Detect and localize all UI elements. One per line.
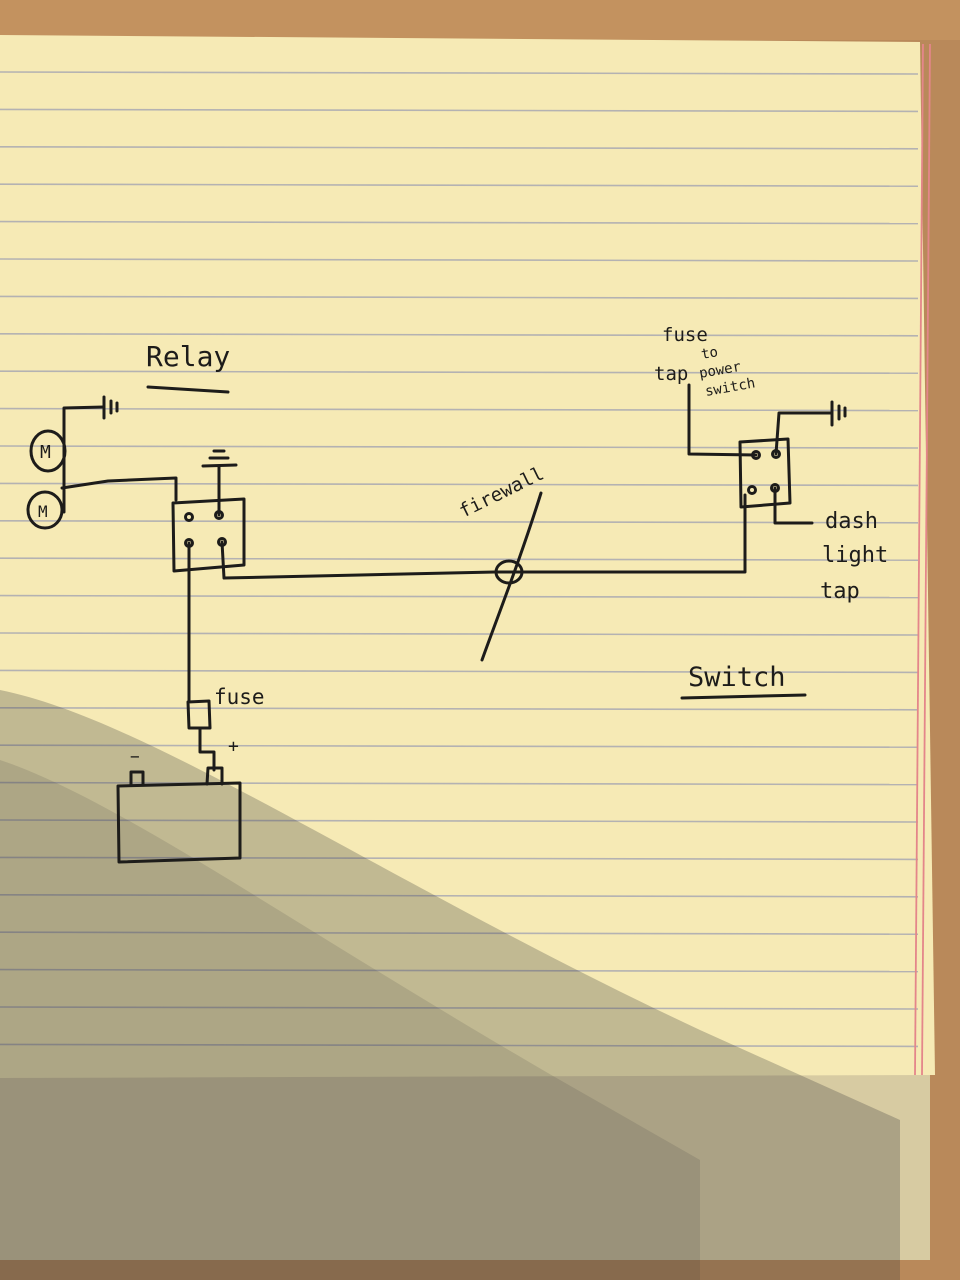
rule-line	[0, 632, 919, 636]
rule-line	[0, 669, 919, 674]
hand-shadow	[0, 690, 900, 1280]
fuse-label: fuse	[214, 685, 265, 709]
motor-1-label: M	[40, 442, 51, 463]
relay-ground-symbol	[201, 449, 238, 468]
fuse-box	[186, 699, 212, 730]
motor-2-icon	[26, 490, 64, 530]
battery-neg-label: −	[130, 747, 140, 766]
rule-line	[0, 295, 919, 300]
switch-title: Switch	[688, 662, 786, 693]
relay-underline	[146, 385, 230, 394]
wood-grain	[0, 0, 960, 40]
relay-title: Relay	[146, 340, 230, 373]
legal-pad-sheet	[0, 35, 935, 1078]
dash-light-tap-line3: tap	[820, 579, 860, 604]
rule-line	[0, 819, 919, 823]
rule-line	[0, 931, 919, 936]
switch-ground-symbol	[830, 400, 847, 427]
firewall-grommet	[494, 559, 524, 585]
rule-line	[0, 407, 919, 412]
rule-line	[0, 706, 919, 711]
ruled-lines	[0, 71, 919, 1048]
rule-line	[0, 183, 919, 187]
fuse-tap-wire	[687, 383, 758, 457]
dash-light-tap-wire	[773, 486, 814, 525]
switch-box	[738, 437, 792, 509]
rule-line	[0, 482, 919, 487]
rule-line	[0, 445, 919, 449]
rule-line	[0, 519, 919, 524]
rule-line	[0, 781, 919, 786]
battery-pos-label: +	[228, 736, 239, 757]
motor-ground-wire	[62, 405, 106, 454]
switch-pin-3	[747, 485, 757, 495]
to-power-switch-line2: power	[698, 359, 742, 382]
rule-line	[0, 332, 919, 337]
rule-line	[0, 1006, 919, 1010]
rule-line	[0, 856, 919, 861]
rule-line	[0, 968, 919, 973]
relay-pin-1	[184, 512, 194, 522]
to-power-switch-line1: to	[700, 344, 719, 363]
fuse-tap-label-line1: fuse	[662, 324, 708, 346]
margin-line-2	[921, 43, 931, 1076]
rule-line	[0, 220, 919, 225]
battery-box	[116, 781, 242, 864]
fuse-to-battery-wire	[198, 726, 216, 772]
rule-line	[0, 258, 919, 262]
rule-line	[0, 370, 919, 375]
motor-2-label: M	[38, 502, 48, 521]
paper-stack	[0, 1060, 930, 1260]
switch-ground-wire	[774, 411, 834, 456]
fuse-tap-label-line2: tap	[654, 363, 688, 385]
rule-line	[0, 71, 919, 75]
motor-bus-wire	[60, 450, 178, 514]
motor-ground-symbol	[102, 395, 119, 420]
rule-line	[0, 146, 919, 150]
margin-line-1	[914, 43, 924, 1076]
paper-stack-shadow	[0, 1060, 930, 1260]
rule-line	[0, 893, 919, 898]
rule-line	[0, 108, 919, 113]
dash-light-tap-line2: light	[822, 543, 888, 568]
dash-light-tap-line1: dash	[825, 509, 878, 534]
battery-pos-terminal	[205, 766, 224, 786]
rule-line	[0, 1043, 919, 1048]
rule-line	[0, 594, 919, 599]
battery-neg-terminal	[129, 770, 145, 787]
relay-to-switch-wire	[220, 493, 747, 580]
rule-line	[0, 744, 919, 749]
hand-shadow-core	[0, 760, 700, 1280]
wiring-diagram	[26, 383, 847, 864]
rule-line	[0, 557, 919, 562]
switch-underline	[680, 693, 807, 700]
